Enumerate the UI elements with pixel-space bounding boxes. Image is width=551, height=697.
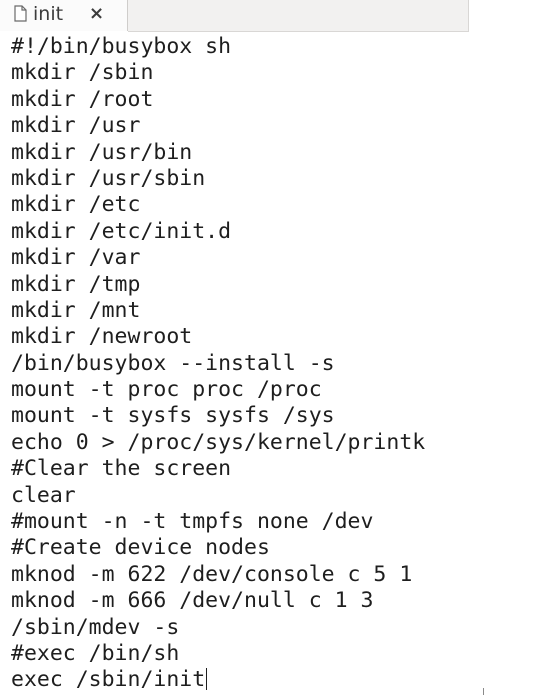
code-line-last: exec /sbin/init: [11, 667, 425, 693]
code-line: #Clear the screen: [11, 456, 232, 482]
file-icon: [14, 5, 27, 22]
code-line: mknod -m 666 /dev/null c 1 3: [11, 588, 374, 614]
code-line: /bin/busybox --install -s: [11, 350, 335, 376]
code-line: mknod -m 622 /dev/console c 5 1: [11, 561, 413, 587]
code-line: mount -t sysfs sysfs /sys: [11, 403, 335, 429]
code-line: mkdir /mnt: [11, 297, 141, 323]
tab-init[interactable]: init ×: [0, 0, 128, 31]
code-line: mkdir /etc/init.d: [11, 218, 232, 244]
code-line: #Create device nodes: [11, 535, 270, 561]
code-line: mount -t proc proc /proc: [11, 377, 322, 403]
code-line: #mount -n -t tmpfs none /dev: [11, 509, 374, 535]
code-line: mkdir /sbin: [11, 60, 154, 86]
code-line: mkdir /root: [11, 86, 154, 112]
code-line: echo 0 > /proc/sys/kernel/printk: [11, 429, 426, 455]
tab-title: init: [33, 3, 64, 25]
code-line: mkdir /newroot: [11, 324, 193, 350]
text-cursor: [206, 668, 208, 691]
code-line: mkdir /var: [11, 245, 141, 271]
code-line: clear: [11, 482, 76, 508]
code-line: mkdir /usr/bin: [11, 139, 193, 165]
code-line: mkdir /tmp: [11, 271, 141, 297]
tab-bar-empty-area: [128, 0, 469, 32]
tab-bar: init ×: [0, 0, 551, 32]
code-line: mkdir /usr: [11, 113, 141, 139]
close-icon[interactable]: ×: [89, 3, 105, 24]
code-line: mkdir /usr/sbin: [11, 165, 206, 191]
code-line-last-text: exec /sbin/init: [11, 667, 206, 693]
code-line: #!/bin/busybox sh: [11, 34, 232, 59]
code-line: #exec /bin/sh: [11, 640, 180, 666]
code-line: /sbin/mdev -s: [11, 614, 180, 640]
resize-grip-icon[interactable]: [483, 688, 484, 695]
code-line: mkdir /etc: [11, 192, 141, 218]
